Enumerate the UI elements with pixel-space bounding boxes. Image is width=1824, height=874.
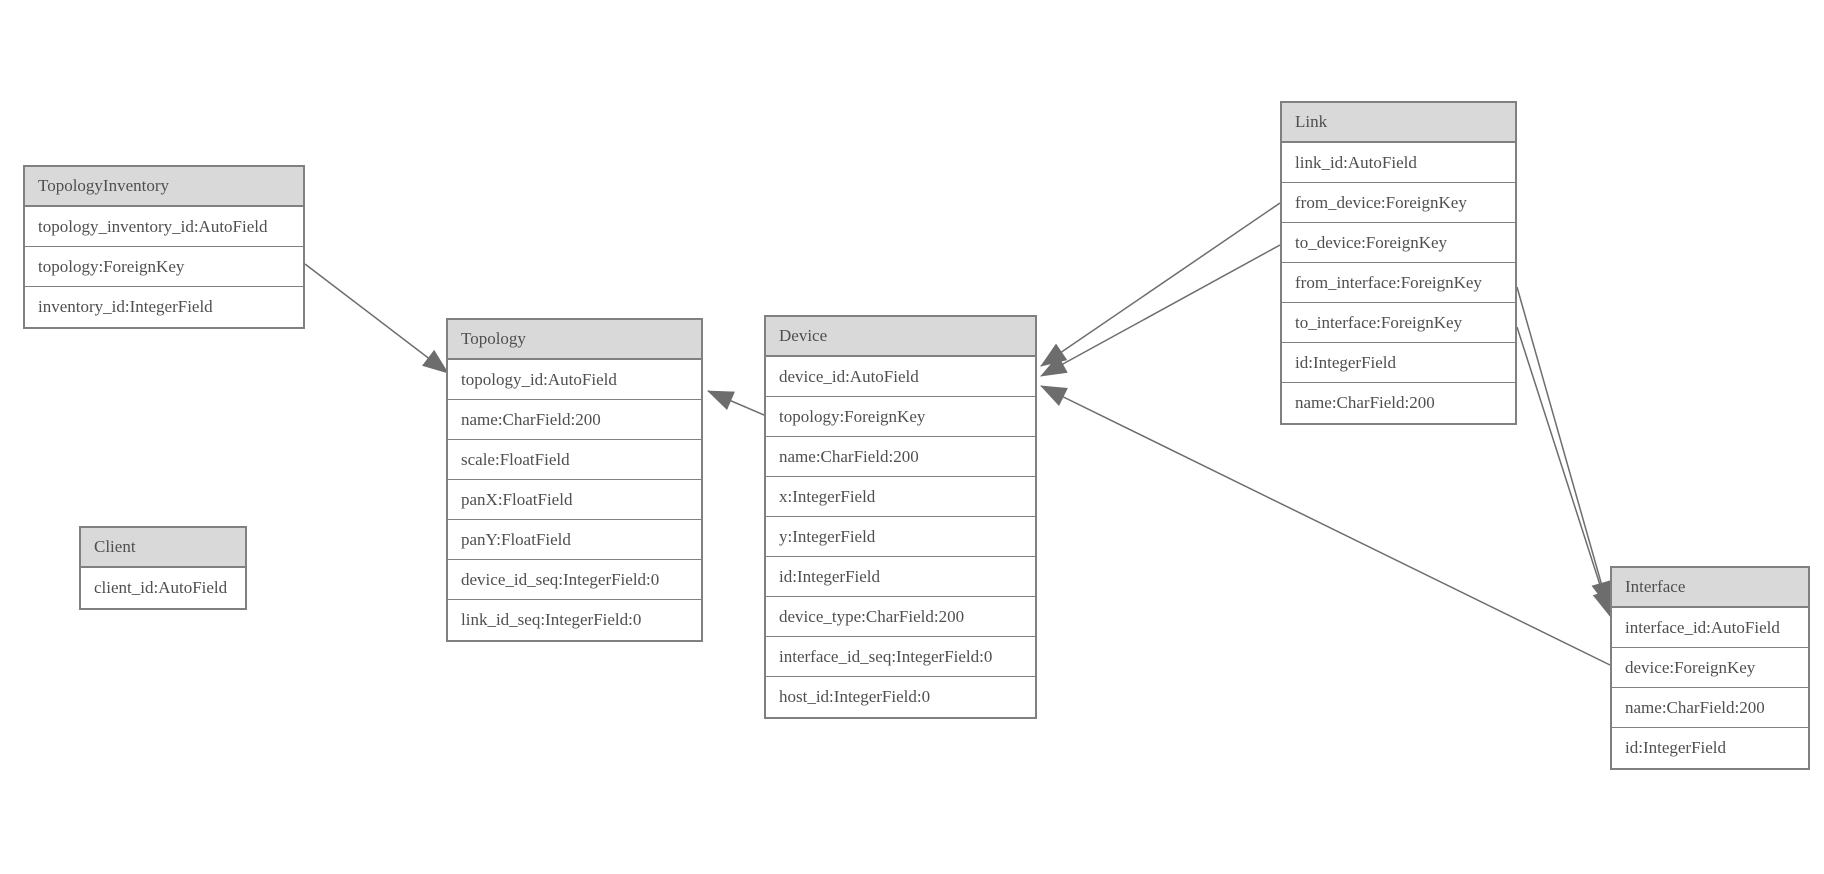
table-title: TopologyInventory	[25, 167, 303, 207]
field-row: host_id:IntegerField:0	[766, 677, 1035, 717]
field-row: name:CharField:200	[1612, 688, 1808, 728]
table-title: Interface	[1612, 568, 1808, 608]
field-row: topology_id:AutoField	[448, 360, 701, 400]
field-row: to_interface:ForeignKey	[1282, 303, 1515, 343]
field-row: from_device:ForeignKey	[1282, 183, 1515, 223]
table-title: Link	[1282, 103, 1515, 143]
table-title: Device	[766, 317, 1035, 357]
field-row: link_id:AutoField	[1282, 143, 1515, 183]
field-row: id:IntegerField	[766, 557, 1035, 597]
field-row: topology:ForeignKey	[25, 247, 303, 287]
field-row: x:IntegerField	[766, 477, 1035, 517]
connector-Interface.device-to-Device.device_id	[1040, 385, 1611, 666]
field-row: name:CharField:200	[1282, 383, 1515, 423]
field-row: topology_inventory_id:AutoField	[25, 207, 303, 247]
field-row: id:IntegerField	[1282, 343, 1515, 383]
field-row: device_id:AutoField	[766, 357, 1035, 397]
field-row: panY:FloatField	[448, 520, 701, 560]
field-row: link_id_seq:IntegerField:0	[448, 600, 701, 640]
field-row: name:CharField:200	[448, 400, 701, 440]
connector-Link.from_interface-to-Interface.interface_id	[1516, 286, 1611, 608]
field-row: device_type:CharField:200	[766, 597, 1035, 637]
connector-Link.to_device-to-Device.device_id	[1040, 244, 1281, 377]
field-row: interface_id_seq:IntegerField:0	[766, 637, 1035, 677]
connector-Link.from_device-to-Device.device_id	[1040, 202, 1281, 367]
field-row: inventory_id:IntegerField	[25, 287, 303, 327]
field-row: scale:FloatField	[448, 440, 701, 480]
field-row: device:ForeignKey	[1612, 648, 1808, 688]
connector-Device.topology-to-Topology.topology_id	[707, 390, 765, 416]
field-row: to_device:ForeignKey	[1282, 223, 1515, 263]
connector-Link.to_interface-to-Interface.interface_id	[1516, 326, 1612, 617]
table-title: Topology	[448, 320, 701, 360]
field-row: interface_id:AutoField	[1612, 608, 1808, 648]
field-row: panX:FloatField	[448, 480, 701, 520]
field-row: device_id_seq:IntegerField:0	[448, 560, 701, 600]
table-title: Client	[81, 528, 245, 568]
field-row: client_id:AutoField	[81, 568, 245, 608]
field-row: topology:ForeignKey	[766, 397, 1035, 437]
field-row: id:IntegerField	[1612, 728, 1808, 768]
field-row: name:CharField:200	[766, 437, 1035, 477]
field-row: from_interface:ForeignKey	[1282, 263, 1515, 303]
field-row: y:IntegerField	[766, 517, 1035, 557]
connector-TopologyInventory.topology-to-Topology.topology_id	[304, 263, 449, 374]
